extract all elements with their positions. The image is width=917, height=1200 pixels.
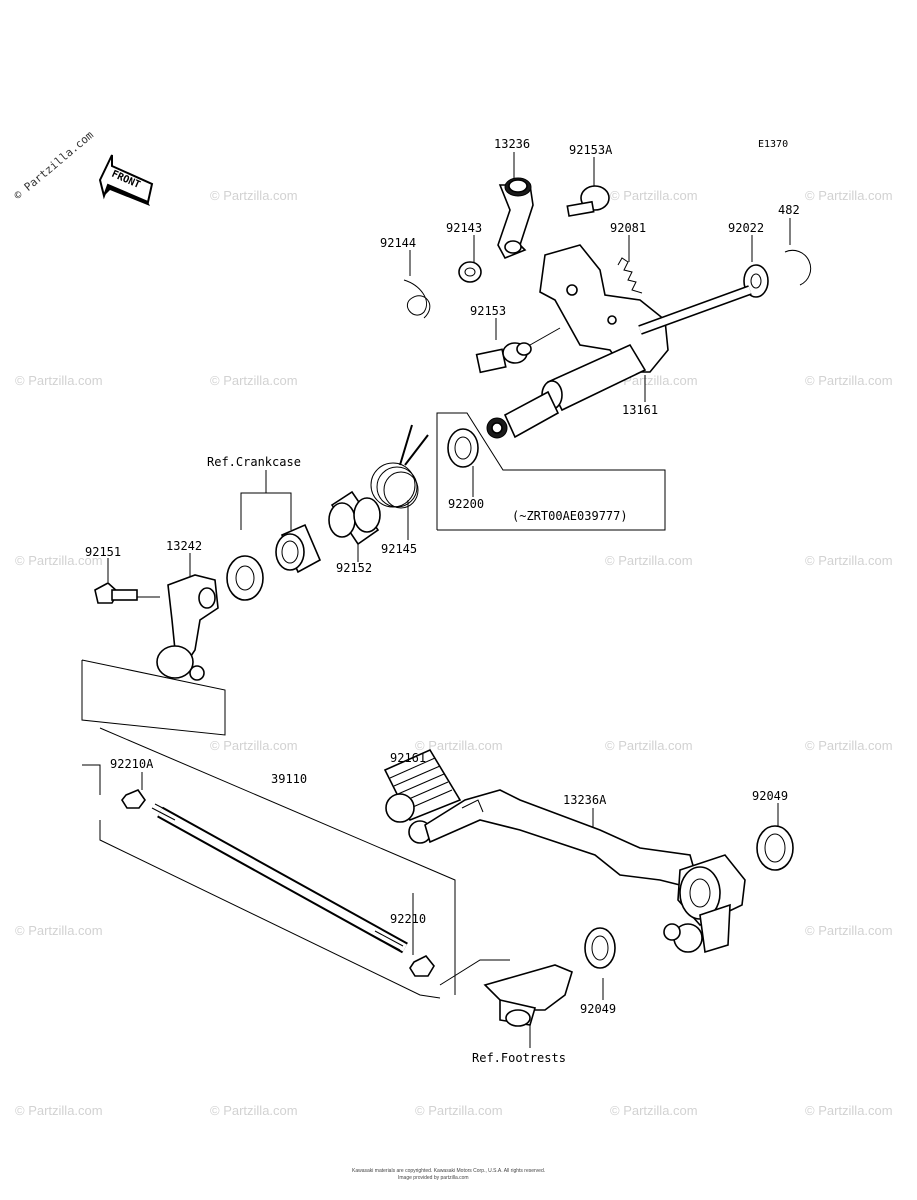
part-92143-collar (458, 261, 482, 283)
watermark: © Partzilla.com (15, 553, 103, 568)
watermark: © Partzilla.com (805, 553, 893, 568)
watermark: © Partzilla.com (210, 188, 298, 203)
watermark: © Partzilla.com (210, 1103, 298, 1118)
label-92145: 92145 (381, 542, 417, 556)
watermark: © Partzilla.com (415, 738, 503, 753)
part-92144-spring (403, 279, 431, 319)
watermark: © Partzilla.com (805, 1103, 893, 1118)
label-serial-note: (~ZRT00AE039777) (512, 509, 628, 523)
watermark: © Partzilla.com (805, 923, 893, 938)
watermark: © Partzilla.com (805, 373, 893, 388)
label-ref-crankcase: Ref.Crankcase (207, 455, 301, 469)
part-92200-washer (447, 428, 479, 468)
part-482-circlip (784, 249, 812, 286)
watermark: © Partzilla.com (15, 1103, 103, 1118)
footer-credit: Image provided by partzilla.com (398, 1175, 469, 1181)
watermark: © Partzilla.com (805, 738, 893, 753)
label-92081: 92081 (610, 221, 646, 235)
part-92151-bolt (94, 582, 138, 604)
watermark: © Partzilla.com (15, 923, 103, 938)
part-92049-oil-seal-top (756, 825, 794, 871)
part-92210-nut (409, 954, 435, 977)
part-92081-spring (617, 257, 643, 294)
label-92049-top: 92049 (752, 789, 788, 803)
label-92151: 92151 (85, 545, 121, 559)
watermark: © Partzilla.com (610, 1103, 698, 1118)
label-92153: 92153 (470, 304, 506, 318)
watermark-layer: © Partzilla.com © Partzilla.com © Partzi… (15, 188, 893, 1118)
part-92161-pedal-rubber (383, 748, 462, 823)
label-92210A: 92210A (110, 757, 154, 771)
watermark: © Partzilla.com (605, 553, 693, 568)
part-92152-bushing (328, 490, 381, 546)
part-92210A-nut (121, 789, 146, 809)
label-39110: 39110 (271, 772, 307, 786)
part-92022-washer (743, 264, 769, 298)
watermark: © Partzilla.com (610, 188, 698, 203)
label-92210: 92210 (390, 912, 426, 926)
part-92153-pin (475, 342, 532, 374)
part-footrest-joint (483, 964, 573, 1027)
label-92022: 92022 (728, 221, 764, 235)
diagram-code: E1370 (758, 139, 788, 150)
part-92049-oil-seal-bottom (584, 927, 616, 969)
label-13236A: 13236A (563, 793, 607, 807)
watermark: © Partzilla.com (210, 738, 298, 753)
part-labels: 13236 92153A 92143 92081 92022 482 92144… (85, 137, 800, 1065)
label-ref-footrests: Ref.Footrests (472, 1051, 566, 1065)
watermark: © Partzilla.com (210, 373, 298, 388)
part-13242-shift-lever (156, 574, 219, 681)
label-92152: 92152 (336, 561, 372, 575)
front-arrow-icon: FRONT (98, 154, 154, 206)
footer-copyright: Kawasaki materials are copyrighted. Kawa… (352, 1168, 545, 1174)
label-92153A: 92153A (569, 143, 613, 157)
partzilla-corner-mark: © Partzilla.com (12, 128, 97, 202)
label-13242: 13242 (166, 539, 202, 553)
watermark: © Partzilla.com (415, 1103, 503, 1118)
label-92144: 92144 (380, 236, 416, 250)
watermark: © Partzilla.com (805, 188, 893, 203)
label-482: 482 (778, 203, 800, 217)
part-13161-shift-shaft (486, 244, 752, 439)
part-92153A-bolt (566, 185, 610, 217)
part-92145-spring (370, 424, 429, 509)
footer: Kawasaki materials are copyrighted. Kawa… (352, 1168, 545, 1181)
watermark: © Partzilla.com (605, 738, 693, 753)
part-crankcase-bearing (226, 523, 322, 601)
watermark: © Partzilla.com (15, 373, 103, 388)
label-13161: 13161 (622, 403, 658, 417)
label-13236: 13236 (494, 137, 530, 151)
label-92200: 92200 (448, 497, 484, 511)
part-13236-shift-arm (497, 177, 534, 260)
label-92049-bottom: 92049 (580, 1002, 616, 1016)
leader-lines (81, 152, 791, 1048)
part-39110-tie-rod (151, 803, 408, 954)
label-92143: 92143 (446, 221, 482, 235)
part-13236A-shift-pedal (408, 789, 746, 954)
label-92161: 92161 (390, 751, 426, 765)
